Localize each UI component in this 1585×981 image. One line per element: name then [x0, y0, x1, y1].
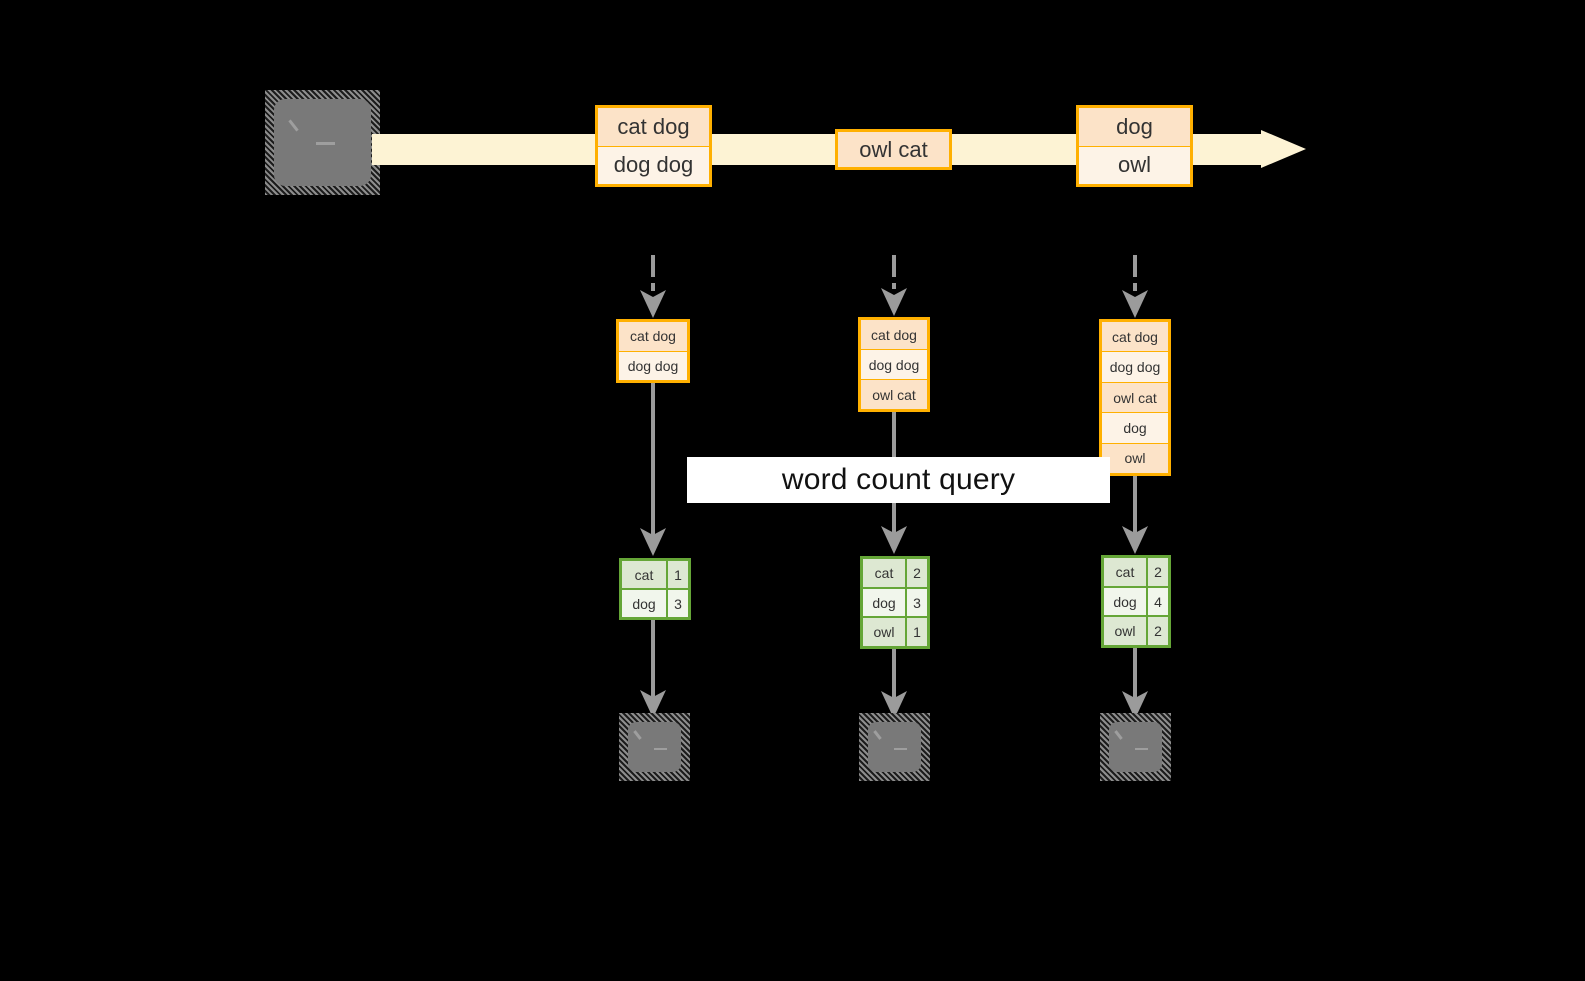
- terminal-icon-sink-2: [859, 713, 930, 781]
- feed-arrowhead-3: [1122, 290, 1148, 318]
- terminal-icon-sink-3: [1100, 713, 1171, 781]
- connector-2-result-sink: [892, 649, 896, 699]
- query-label: word count query: [687, 457, 1110, 503]
- result-word: cat: [622, 561, 668, 588]
- stream-message-line: cat dog: [598, 108, 709, 147]
- terminal-icon-source: [265, 90, 380, 195]
- result-row: dog 4: [1104, 587, 1168, 618]
- state-box-1: cat dog dog dog: [616, 319, 690, 383]
- result-count: 1: [668, 561, 688, 588]
- result-row: owl 2: [1104, 617, 1168, 646]
- feed-dash-1a: [651, 255, 655, 277]
- state-line: cat dog: [861, 320, 927, 350]
- state-line: dog: [1102, 413, 1168, 444]
- result-table-2: cat 2 dog 3 owl 1: [860, 556, 930, 649]
- result-word: owl: [863, 618, 907, 647]
- state-line: owl cat: [861, 380, 927, 409]
- state-line: cat dog: [1102, 322, 1168, 353]
- feed-dash-2b: [892, 283, 896, 289]
- result-row: dog 3: [622, 590, 688, 617]
- result-table-3: cat 2 dog 4 owl 2: [1101, 555, 1171, 648]
- stream-message-2: owl cat: [835, 129, 952, 170]
- state-line: dog dog: [619, 351, 687, 380]
- stream-message-3: dog owl: [1076, 105, 1193, 187]
- result-table-1: cat 1 dog 3: [619, 558, 691, 620]
- connector-arrowhead-2-sink: [881, 691, 907, 719]
- connector-3-result-sink: [1133, 648, 1137, 699]
- state-box-2: cat dog dog dog owl cat: [858, 317, 930, 412]
- stream-message-line: owl: [1079, 146, 1190, 184]
- result-row: owl 1: [863, 618, 927, 647]
- result-count: 3: [907, 588, 927, 617]
- connector-arrowhead-1-result: [640, 528, 666, 556]
- terminal-icon-sink-1: [619, 713, 690, 781]
- result-word: cat: [863, 559, 907, 587]
- result-count: 2: [1148, 617, 1168, 646]
- result-count: 2: [907, 559, 927, 587]
- result-count: 3: [668, 590, 688, 617]
- state-line: owl cat: [1102, 382, 1168, 414]
- state-box-3: cat dog dog dog owl cat dog owl: [1099, 319, 1171, 476]
- connector-1-state-result: [651, 383, 655, 535]
- result-row: cat 2: [863, 559, 927, 589]
- result-row: cat 1: [622, 561, 688, 590]
- connector-1-result-sink: [651, 620, 655, 698]
- result-word: dog: [622, 590, 668, 617]
- connector-arrowhead-1-sink: [640, 690, 666, 718]
- feed-dash-3a: [1133, 255, 1137, 277]
- stream-message-line: dog: [1079, 108, 1190, 147]
- stream-arrow-head: [1261, 130, 1306, 168]
- result-row: dog 3: [863, 588, 927, 619]
- result-row: cat 2: [1104, 558, 1168, 588]
- state-line: dog dog: [861, 350, 927, 380]
- result-count: 1: [907, 618, 927, 647]
- result-count: 2: [1148, 558, 1168, 586]
- result-count: 4: [1148, 587, 1168, 616]
- result-word: cat: [1104, 558, 1148, 586]
- feed-dash-3b: [1133, 283, 1137, 291]
- connector-3-state-result: [1133, 476, 1137, 534]
- connector-arrowhead-3-result: [1122, 526, 1148, 554]
- connector-arrowhead-3-sink: [1122, 691, 1148, 719]
- result-word: owl: [1104, 617, 1148, 646]
- result-word: dog: [863, 588, 907, 617]
- feed-dash-2a: [892, 255, 896, 277]
- state-line: dog dog: [1102, 352, 1168, 383]
- state-line: cat dog: [619, 322, 687, 352]
- stream-message-1: cat dog dog dog: [595, 105, 712, 187]
- feed-arrowhead-2: [881, 288, 907, 316]
- state-line: owl: [1102, 443, 1168, 474]
- stream-message-line: dog dog: [598, 146, 709, 184]
- connector-arrowhead-2-result: [881, 526, 907, 554]
- result-word: dog: [1104, 587, 1148, 616]
- stream-message-line: owl cat: [838, 132, 949, 167]
- feed-arrowhead-1: [640, 290, 666, 318]
- query-label-text: word count query: [781, 463, 1016, 496]
- feed-dash-1b: [651, 283, 655, 291]
